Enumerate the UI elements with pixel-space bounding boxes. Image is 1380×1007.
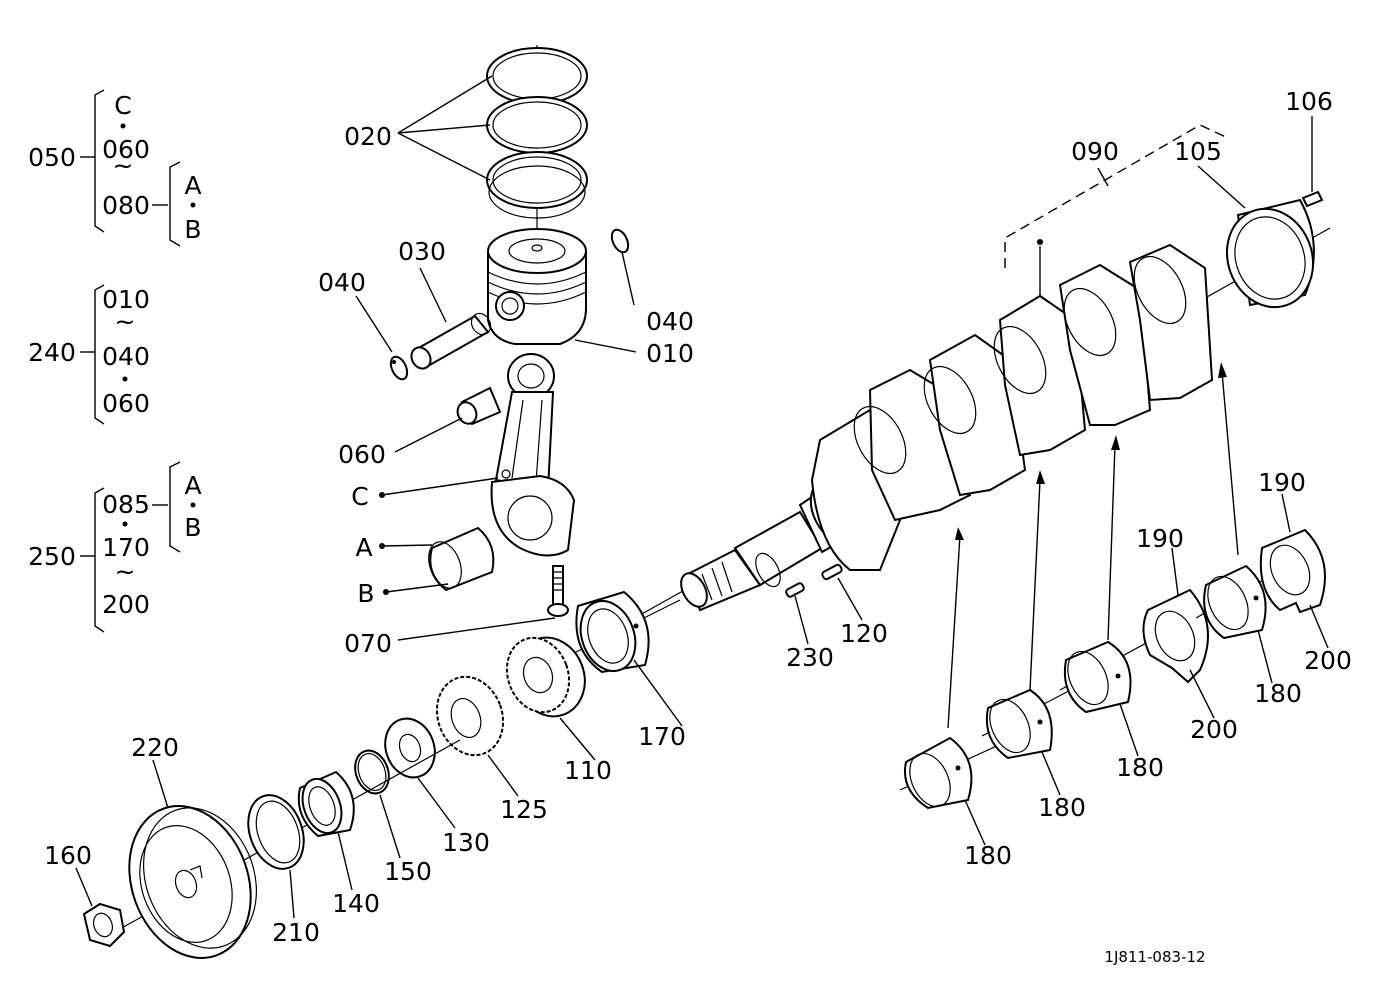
label-070: 070	[344, 629, 392, 658]
label-106: 106	[1285, 87, 1333, 116]
piston-rings	[397, 45, 588, 250]
label-250-a: A	[184, 471, 201, 500]
label-240-040: 040	[102, 342, 150, 371]
label-250-085: 085	[102, 490, 150, 519]
label-250-170: 170	[102, 533, 150, 562]
gear-125	[435, 675, 505, 757]
label-020: 020	[344, 122, 392, 151]
label-050: 050	[28, 143, 76, 172]
svg-text:~: ~	[115, 307, 136, 336]
label-050-c: C	[114, 91, 131, 120]
snap-ring-left	[389, 355, 409, 381]
label-050-b: B	[184, 215, 201, 244]
label-030: 030	[398, 237, 446, 266]
label-190-1: 190	[1136, 524, 1184, 553]
label-200-2: 200	[1304, 646, 1352, 675]
main-bearing-4	[1195, 564, 1291, 640]
label-160: 160	[44, 841, 92, 870]
label-250-b: B	[184, 513, 201, 542]
label-060: 060	[338, 440, 386, 469]
group-240-bracket: ~	[80, 284, 136, 425]
label-050-060: 060	[102, 135, 150, 164]
label-180-2: 180	[1038, 793, 1086, 822]
svg-text:~: ~	[115, 557, 136, 586]
collar-140	[99, 739, 461, 941]
piston	[487, 228, 587, 345]
rod-bearing	[428, 526, 495, 592]
label-220: 220	[131, 733, 179, 762]
label-180-3: 180	[1116, 753, 1164, 782]
nut-160	[82, 902, 126, 948]
key-120	[821, 563, 843, 581]
rod-bolt	[547, 565, 569, 617]
label-140: 140	[332, 889, 380, 918]
bearing-arrows	[947, 362, 1239, 729]
label-250: 250	[28, 542, 76, 571]
label-210: 210	[272, 918, 320, 947]
label-050-080: 080	[102, 191, 150, 220]
label-105: 105	[1174, 137, 1222, 166]
rear-bushing	[1225, 198, 1315, 309]
drawing-code: 1J811-083-12	[1104, 948, 1205, 966]
seal-210	[247, 794, 305, 870]
label-040-left: 040	[318, 268, 366, 297]
snap-ring-right	[610, 228, 630, 254]
dowel-pin	[1301, 190, 1324, 208]
label-240: 240	[28, 338, 76, 367]
crankshaft	[639, 227, 1331, 616]
group-050-bracket: ~	[80, 89, 196, 247]
crank-gear-110	[505, 636, 586, 718]
label-b: B	[357, 579, 374, 608]
group-090-bracket	[1004, 124, 1229, 296]
label-010: 010	[646, 339, 694, 368]
crank-bushing-170	[559, 590, 681, 674]
label-180-4: 180	[1254, 679, 1302, 708]
leader-lines	[355, 251, 637, 641]
label-240-010: 010	[102, 285, 150, 314]
key-230	[785, 582, 805, 598]
svg-text:~: ~	[113, 151, 134, 180]
main-bearing-3	[1059, 629, 1171, 714]
label-130: 130	[442, 828, 490, 857]
label-110: 110	[564, 756, 612, 785]
label-125: 125	[500, 795, 548, 824]
label-090: 090	[1071, 137, 1119, 166]
label-120: 120	[840, 619, 888, 648]
callout-labels: 020 030 040 040 010 060 C A B 070 050 C …	[28, 87, 1352, 966]
piston-pin	[410, 312, 492, 370]
bearing-leaders	[964, 493, 1329, 846]
label-200-1: 200	[1190, 715, 1238, 744]
label-050-a: A	[184, 171, 201, 200]
connecting-rod	[490, 353, 576, 557]
label-040-right: 040	[646, 307, 694, 336]
label-a: A	[355, 533, 372, 562]
label-c: C	[351, 482, 368, 511]
label-190-2: 190	[1258, 468, 1306, 497]
label-240-060: 060	[102, 389, 150, 418]
label-180-1: 180	[964, 841, 1012, 870]
label-250-200: 200	[102, 590, 150, 619]
small-end-bushing	[456, 386, 502, 426]
label-230: 230	[786, 643, 834, 672]
label-150: 150	[384, 857, 432, 886]
label-170: 170	[638, 722, 686, 751]
thrust-washer-190-b	[1259, 528, 1326, 614]
main-bearing-2	[981, 679, 1091, 760]
pulley-220	[128, 805, 258, 959]
o-ring-150	[354, 749, 390, 795]
washer-130	[384, 717, 436, 779]
thrust-washer-190-a	[1142, 588, 1209, 684]
group-250-bracket: ~	[80, 461, 196, 633]
main-bearing-1	[899, 736, 1011, 810]
